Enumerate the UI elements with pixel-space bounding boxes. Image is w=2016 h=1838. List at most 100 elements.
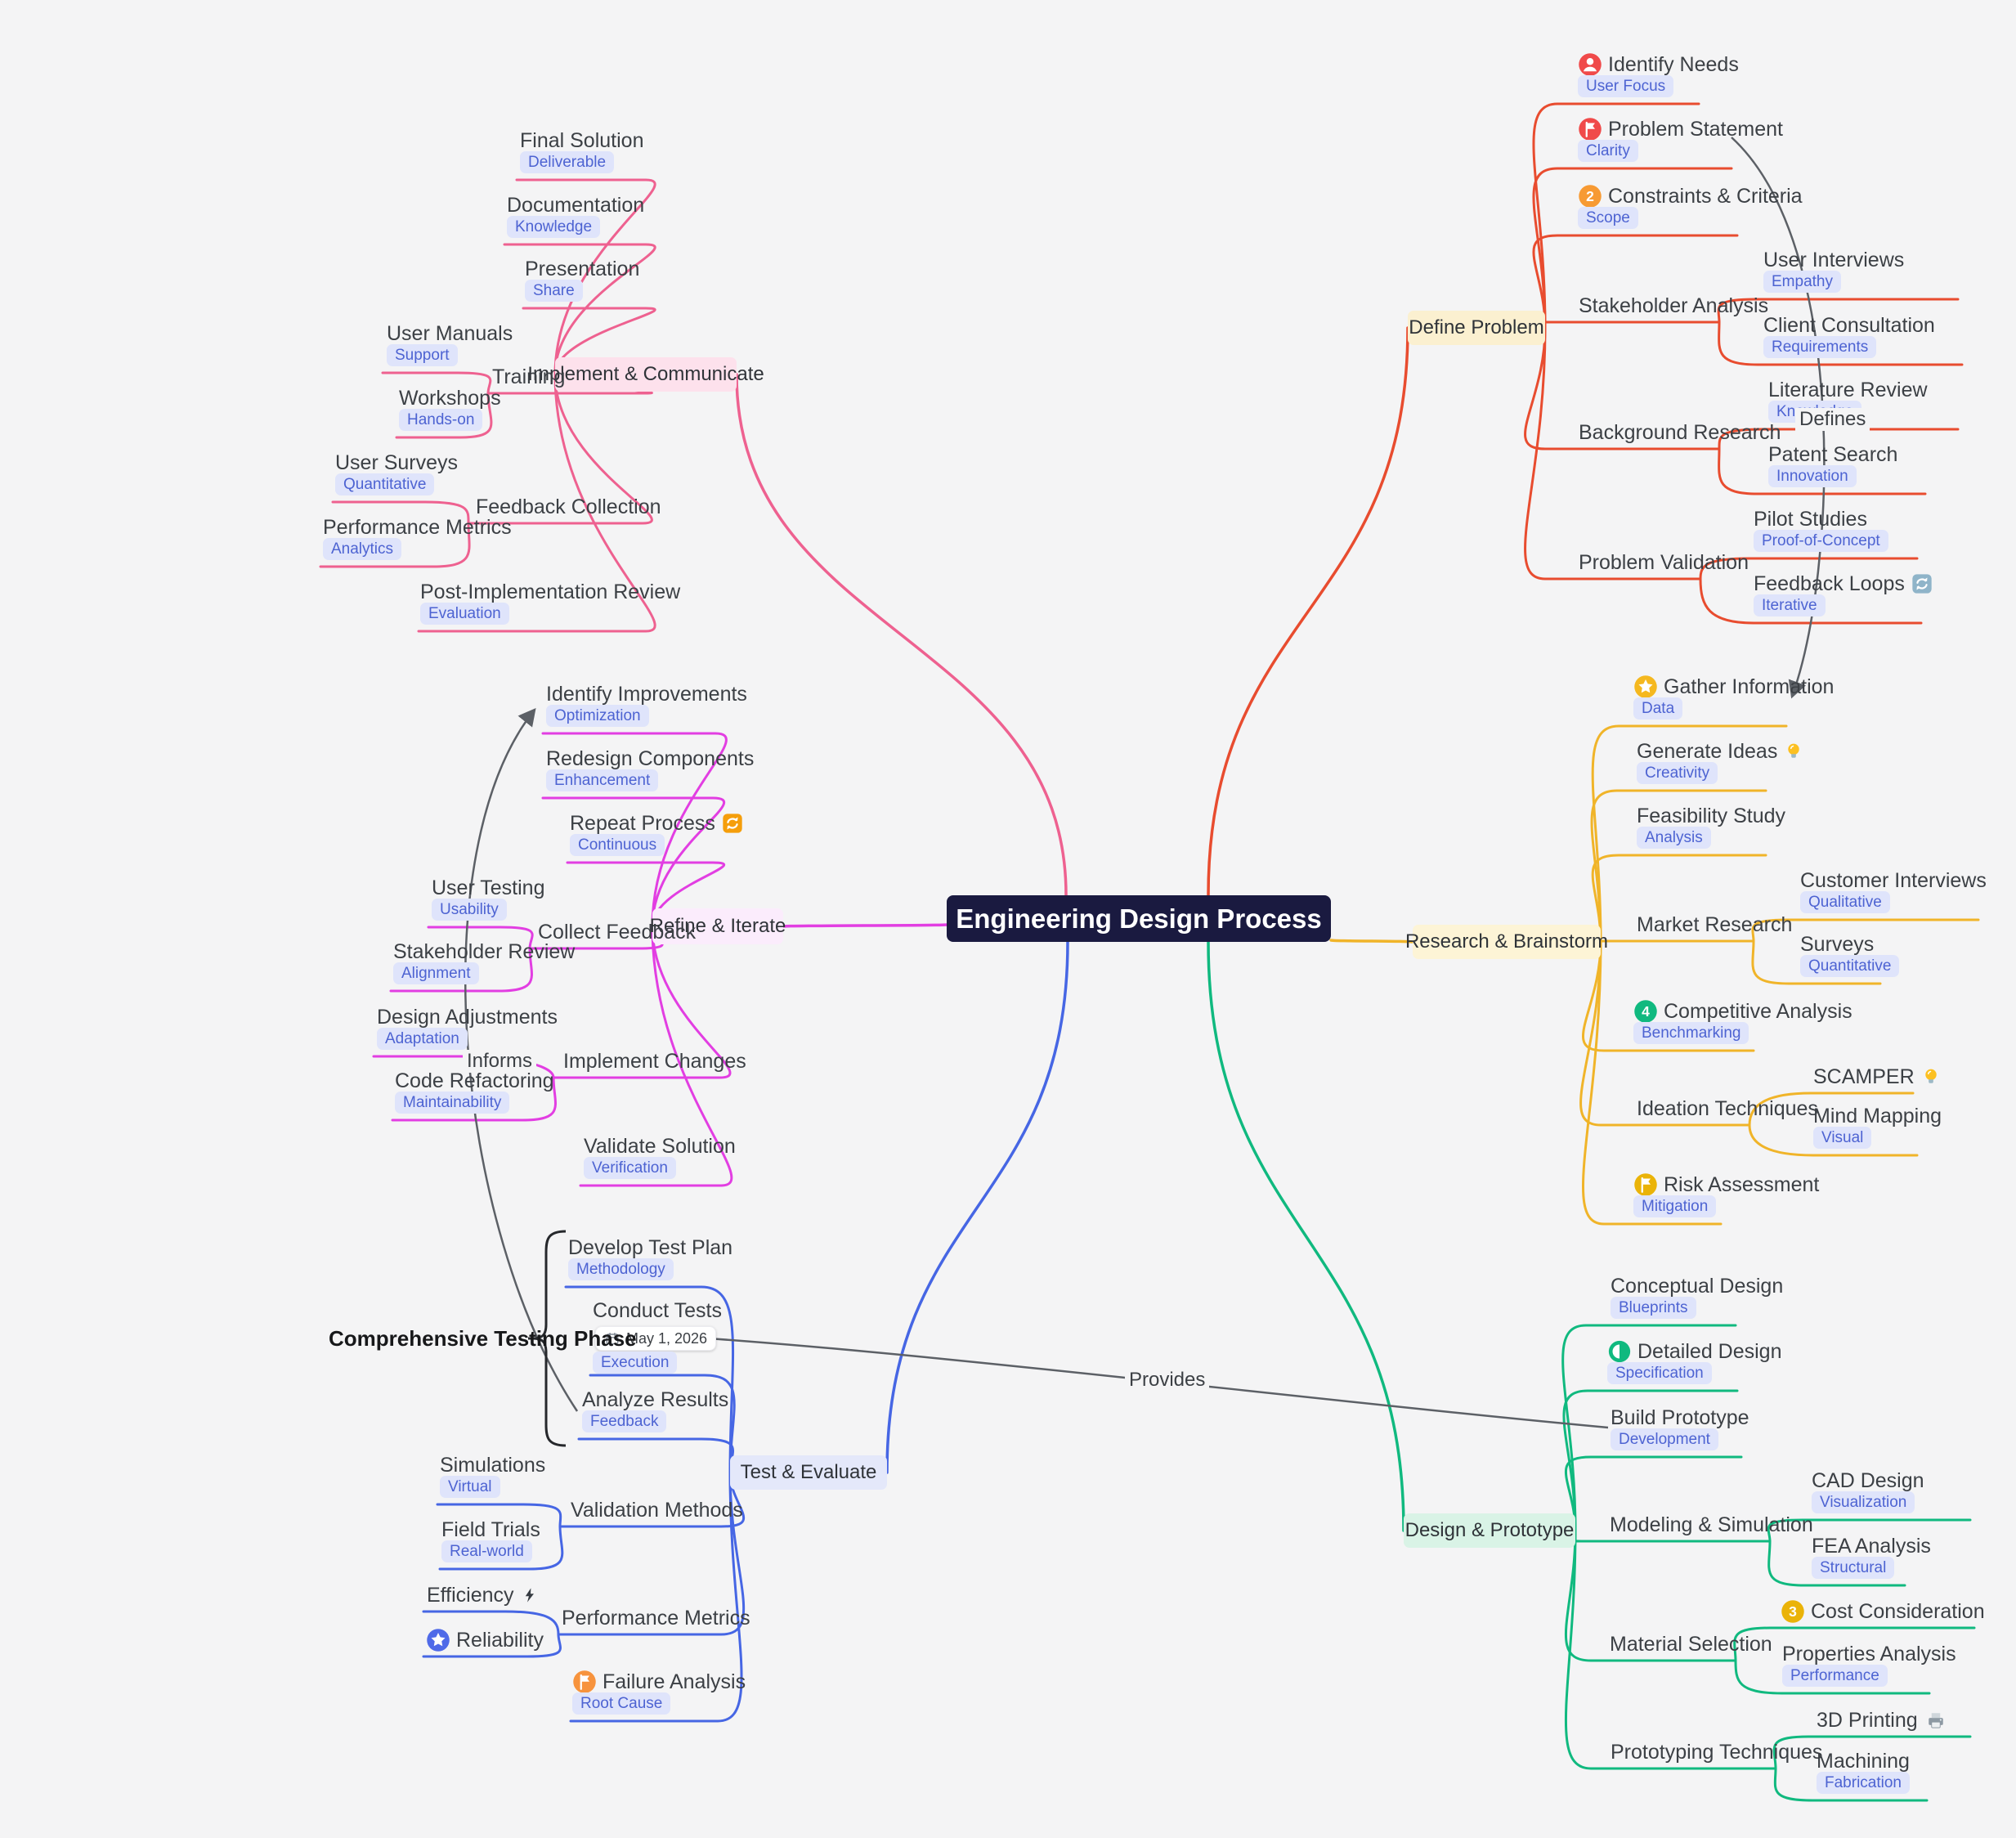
topic-label[interactable]: Detailed Design — [1607, 1338, 1782, 1365]
topic-tag: Deliverable — [520, 151, 615, 173]
topic-text: May 1, 2026 — [626, 1329, 708, 1347]
topic-label[interactable]: CAD Design — [1812, 1468, 1924, 1494]
topic-label[interactable]: Customer Interviews — [1800, 867, 1987, 894]
topic-tag: Virtual — [440, 1476, 500, 1498]
topic-label[interactable]: Stakeholder Review — [393, 939, 575, 965]
printer-icon — [1924, 1709, 1948, 1732]
topic-label[interactable]: Repeat Process — [570, 810, 744, 836]
branch-node-implement-communicate[interactable]: Implement & Communicate — [527, 357, 764, 392]
topic-label[interactable]: Identify Needs — [1578, 52, 1739, 78]
topic-label[interactable]: Collect Feedback — [538, 919, 696, 945]
branch-node-design-prototype[interactable]: Design & Prototype — [1404, 1513, 1575, 1548]
topic-label[interactable]: Background Research — [1579, 419, 1781, 446]
topic-label[interactable]: Design Adjustments — [377, 1004, 558, 1030]
topic-label[interactable]: Market Research — [1637, 912, 1792, 938]
topic-tag: Feedback — [582, 1410, 667, 1432]
topic-label[interactable]: Generate Ideas — [1637, 738, 1804, 764]
topic-label[interactable]: Mind Mapping — [1813, 1103, 1942, 1129]
topic-label[interactable]: Modeling & Simulation — [1610, 1512, 1813, 1538]
branch-node-define-problem[interactable]: Define Problem — [1408, 311, 1545, 345]
topic-label[interactable]: Field Trials — [441, 1517, 540, 1543]
topic-tag: Real-world — [441, 1540, 532, 1562]
topic-label[interactable]: User Surveys — [335, 450, 458, 476]
topic-label[interactable]: Properties Analysis — [1782, 1641, 1956, 1667]
topic-label[interactable]: Simulations — [440, 1452, 545, 1478]
topic-label[interactable]: User Interviews — [1763, 247, 1904, 273]
topic-label[interactable]: Analyze Results — [582, 1387, 728, 1413]
topic-label[interactable]: Risk Assessment — [1633, 1172, 1819, 1198]
topic-label[interactable]: Efficiency — [427, 1582, 540, 1608]
topic-text: Ideation Techniques — [1637, 1096, 1818, 1120]
branch-node-refine-iterate[interactable]: Refine & Iterate — [650, 908, 786, 944]
topic-label[interactable]: Build Prototype — [1611, 1405, 1749, 1431]
relation-label-informs: Informs — [463, 1050, 537, 1073]
topic-label[interactable]: Machining — [1817, 1748, 1910, 1774]
topic-label[interactable]: Pilot Studies — [1754, 506, 1867, 532]
topic-label[interactable]: Workshops — [399, 385, 501, 411]
lightbulb-icon — [1783, 741, 1804, 762]
branch-node-research-brainstorm[interactable]: Research & Brainstorm — [1405, 925, 1608, 959]
topic-tag: Evaluation — [420, 603, 509, 625]
topic-label[interactable]: Develop Test Plan — [568, 1235, 732, 1261]
topic-text: Develop Test Plan — [568, 1235, 733, 1259]
topic-label[interactable]: Feasibility Study — [1637, 803, 1785, 829]
topic-label[interactable]: Redesign Components — [546, 746, 754, 772]
topic-label[interactable]: Post-Implementation Review — [420, 579, 680, 605]
topic-tag: Visual — [1813, 1127, 1872, 1149]
topic-label[interactable]: SCAMPER — [1813, 1064, 1942, 1090]
topic-text: Stakeholder Review — [393, 939, 576, 963]
numbered-circle-2-icon: 2 — [1578, 184, 1602, 208]
topic-label[interactable]: Implement Changes — [563, 1048, 746, 1074]
topic-text: Patent Search — [1768, 442, 1898, 466]
topic-text: Documentation — [507, 193, 645, 217]
topic-label[interactable]: User Testing — [432, 875, 545, 901]
branch-node-test-evaluate[interactable]: Test & Evaluate — [730, 1455, 887, 1490]
topic-label[interactable]: Code Refactoring — [395, 1068, 554, 1094]
topic-label[interactable]: Performance Metrics — [562, 1605, 750, 1631]
topic-label[interactable]: Problem Validation — [1579, 549, 1749, 576]
topic-label[interactable]: Documentation — [507, 192, 644, 218]
topic-text: Properties Analysis — [1782, 1642, 1956, 1665]
topic-label[interactable]: Feedback Loops — [1754, 571, 1933, 597]
topic-text: FEA Analysis — [1812, 1534, 1931, 1558]
topic-label[interactable]: Conduct Tests — [593, 1298, 722, 1324]
topic-tag: Knowledge — [507, 216, 601, 238]
topic-label[interactable]: Validate Solution — [584, 1133, 736, 1159]
topic-tag: Innovation — [1768, 465, 1857, 487]
topic-tag: Root Cause — [572, 1692, 671, 1715]
topic-label[interactable]: Patent Search — [1768, 442, 1897, 468]
topic-label[interactable]: Validation Methods — [571, 1497, 743, 1523]
topic-tag: Adaptation — [377, 1028, 468, 1050]
lightning-bolt-icon — [520, 1585, 540, 1606]
topic-label[interactable]: Conceptual Design — [1611, 1273, 1783, 1299]
topic-label[interactable]: Training — [492, 364, 565, 390]
central-topic[interactable]: Engineering Design Process — [947, 895, 1331, 942]
topic-label[interactable]: Literature Review — [1768, 377, 1928, 403]
topic-label[interactable]: Feedback Collection — [476, 494, 661, 520]
topic-label[interactable]: 3D Printing — [1817, 1707, 1948, 1733]
topic-label[interactable]: User Manuals — [387, 321, 513, 347]
topic-label[interactable]: Presentation — [525, 256, 639, 282]
topic-tag: Performance — [1782, 1665, 1888, 1687]
topic-label[interactable]: Reliability — [426, 1627, 544, 1653]
topic-label[interactable]: Final Solution — [520, 128, 643, 154]
topic-tag: Alignment — [393, 962, 479, 984]
topic-label[interactable]: Problem Statement — [1578, 116, 1783, 142]
topic-label[interactable]: Surveys — [1800, 931, 1874, 957]
topic-label[interactable]: Identify Improvements — [546, 681, 747, 707]
topic-tag: User Focus — [1578, 75, 1674, 97]
topic-label[interactable]: Performance Metrics — [323, 514, 512, 540]
topic-label[interactable]: Gather Information — [1633, 674, 1834, 700]
topic-label[interactable]: Ideation Techniques — [1637, 1096, 1818, 1122]
topic-label[interactable]: Stakeholder Analysis — [1579, 293, 1768, 319]
topic-label[interactable]: Failure Analysis — [572, 1669, 746, 1695]
topic-label[interactable]: Material Selection — [1610, 1631, 1772, 1657]
topic-label[interactable]: Prototyping Techniques — [1611, 1739, 1822, 1765]
topic-label[interactable]: Client Consultation — [1763, 312, 1935, 338]
topic-text: Post-Implementation Review — [420, 580, 681, 603]
topic-label[interactable]: FEA Analysis — [1812, 1533, 1931, 1559]
